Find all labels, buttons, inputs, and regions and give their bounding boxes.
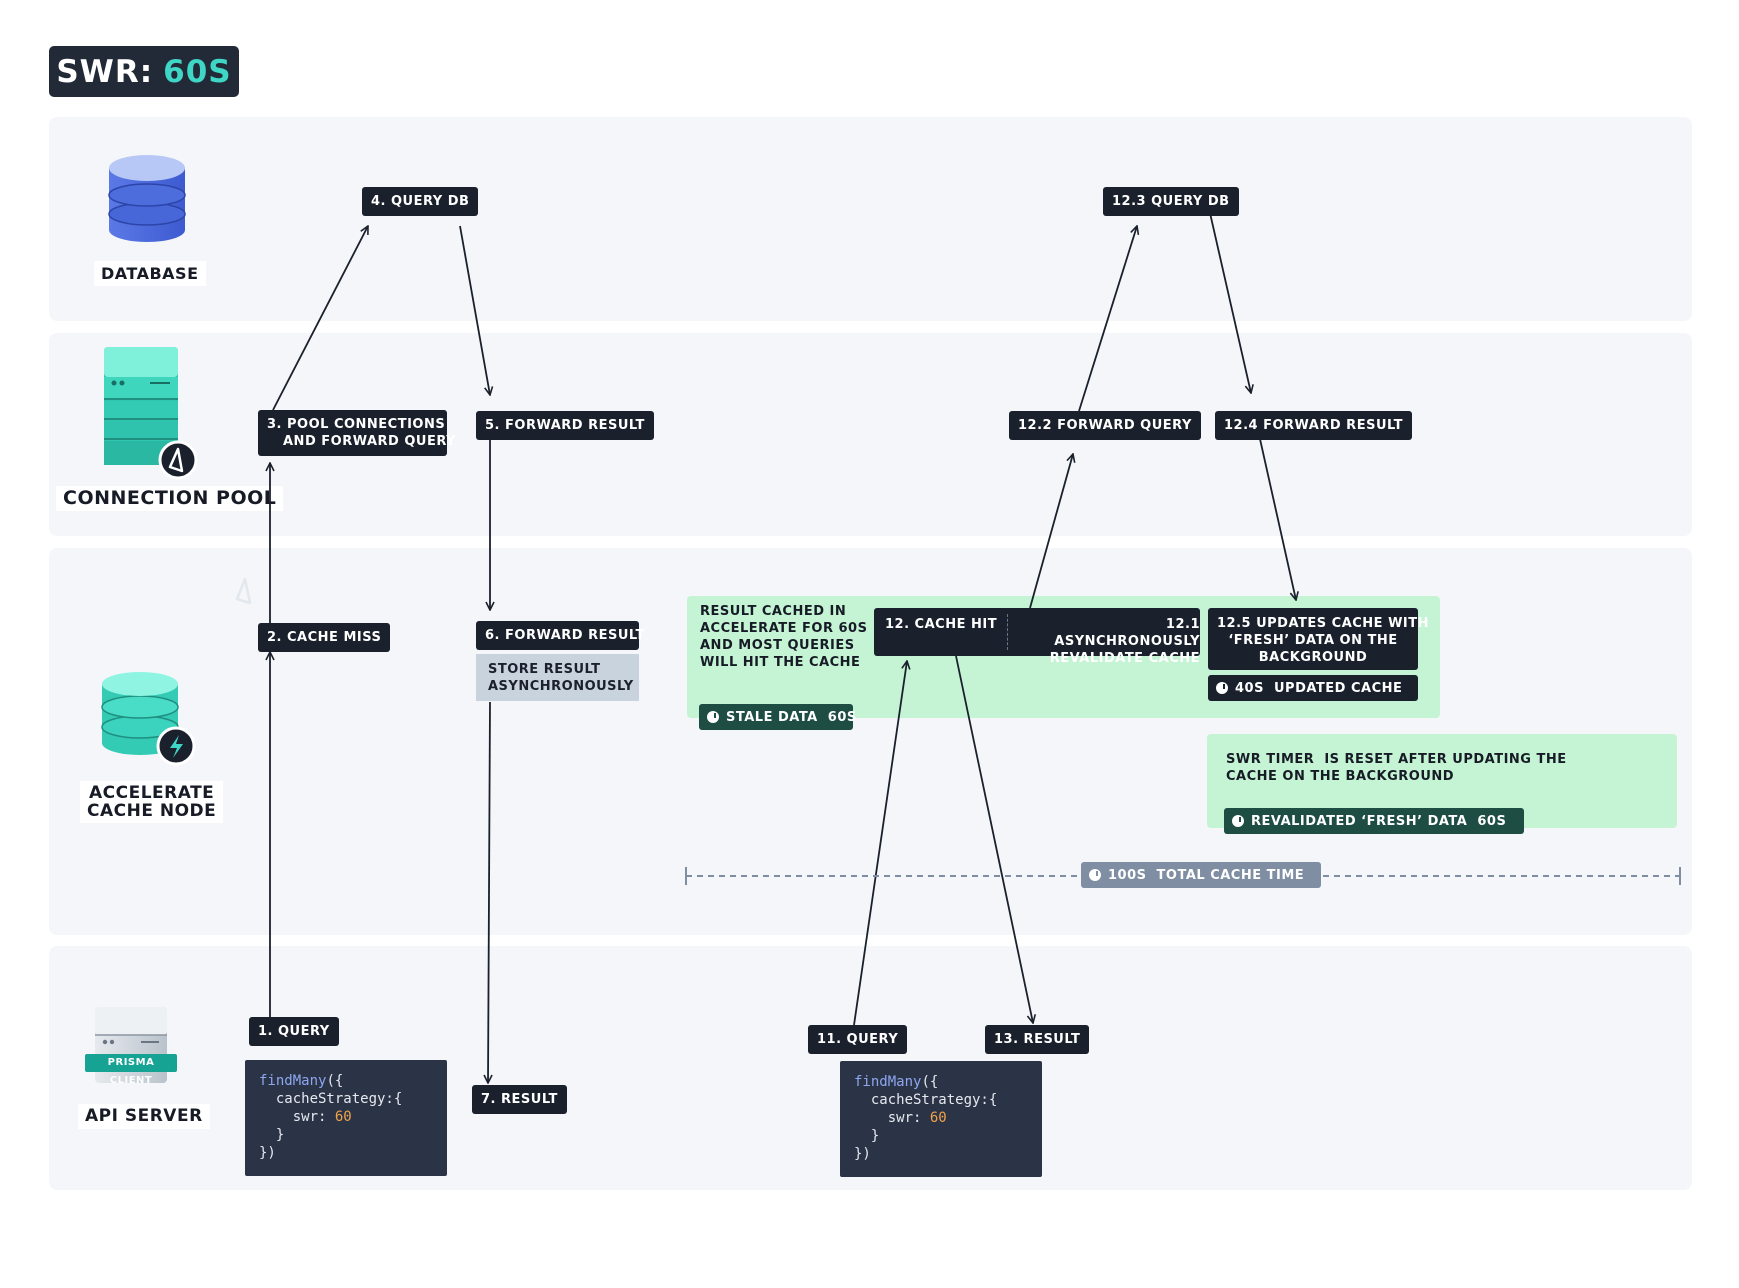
connection-pool-label: CONNECTION POOL — [56, 486, 284, 511]
stale-data-timer: STALE DATA 60S — [699, 704, 856, 730]
code-swr-key: swr: — [259, 1109, 335, 1125]
store-result-line2: ASYNCHRONOUSLY — [488, 679, 634, 694]
step-forward-result-12-4: 12.4 FORWARD RESULT — [1215, 411, 1412, 440]
clock-icon — [1232, 815, 1244, 827]
step-forward-result-6: 6. FORWARD RESULT — [476, 621, 644, 650]
accelerate-label: ACCELERATE CACHE NODE — [80, 781, 224, 823]
cached-note-line2: ACCELERATE FOR 60S — [700, 621, 868, 636]
database-label: DATABASE — [94, 261, 206, 286]
step-result-7: 7. RESULT — [472, 1085, 567, 1114]
revalidated-text: REVALIDATED ‘FRESH’ DATA 60S — [1251, 813, 1507, 829]
step-forward-query-12-2: 12.2 FORWARD QUERY — [1009, 411, 1201, 440]
code-open: ({ — [921, 1074, 939, 1090]
cached-note-line3: AND MOST QUERIES — [700, 638, 855, 653]
step-updates-line2: ‘FRESH’ DATA ON THE — [1228, 633, 1398, 648]
stale-data-text: STALE DATA 60S — [726, 709, 857, 725]
step-async-line2: REVALIDATE CACHE — [1049, 651, 1200, 666]
cache-hit-divider — [1007, 614, 1008, 650]
database-icon — [108, 155, 186, 242]
cached-note-line4: WILL HIT THE CACHE — [700, 655, 861, 670]
code-open: ({ — [326, 1073, 344, 1089]
connection-pool-icon — [104, 347, 198, 480]
code-line-close-inner: } — [854, 1128, 880, 1144]
database-lane — [49, 117, 1692, 321]
code-swr-key: swr: — [854, 1110, 930, 1126]
code-line-strategy: cacheStrategy:{ — [854, 1092, 998, 1108]
step-pool-line2: AND FORWARD QUERY — [283, 434, 457, 449]
cached-note-text: RESULT CACHED IN ACCELERATE FOR 60S AND … — [700, 603, 867, 671]
step-pool-line1: 3. POOL CONNECTIONS — [267, 417, 446, 432]
prisma-client-badge: PRISMA CLIENT — [85, 1054, 177, 1086]
accelerate-label-line2: CACHE NODE — [87, 801, 217, 821]
accelerate-cache-icon — [101, 672, 196, 766]
code-line-close-inner: } — [259, 1127, 285, 1143]
step-result-13: 13. RESULT — [985, 1025, 1090, 1054]
step-async-revalidate: 12.1 ASYNCHRONOUSLY REVALIDATE CACHE — [1020, 616, 1200, 667]
step-query-1: 1. QUERY — [249, 1017, 339, 1046]
page-title: SWR: 60S — [49, 46, 239, 97]
step-query-db-12-3: 12.3 QUERY DB — [1103, 187, 1239, 216]
step-updates-line1: 12.5 UPDATES CACHE WITH — [1217, 616, 1430, 631]
code-line-open: findMany({ — [854, 1073, 1028, 1091]
step-query-db: 4. QUERY DB — [362, 187, 479, 216]
clock-icon — [1216, 682, 1228, 694]
step-query-11: 11. QUERY — [808, 1025, 908, 1054]
code-swr-value: 60 — [334, 1109, 352, 1125]
cached-note-line1: RESULT CACHED IN — [700, 604, 847, 619]
code-block-1: findMany({ cacheStrategy:{ swr: 60 } }) — [245, 1060, 447, 1176]
step-pool-connections: 3. POOL CONNECTIONS AND FORWARD QUERY — [258, 410, 457, 456]
cache-hit-box: 12. CACHE HIT 12.1 ASYNCHRONOUSLY REVALI… — [874, 608, 1200, 666]
swr-reset-line1: SWR TIMER IS RESET AFTER UPDATING THE — [1226, 752, 1567, 767]
store-result-box: STORE RESULT ASYNCHRONOUSLY — [476, 654, 639, 701]
step-async-line1: 12.1 ASYNCHRONOUSLY — [1054, 617, 1200, 649]
code-fn: findMany — [259, 1073, 327, 1089]
revalidated-timer: REVALIDATED ‘FRESH’ DATA 60S — [1224, 808, 1524, 834]
total-cache-timer: 100S TOTAL CACHE TIME — [1081, 862, 1321, 888]
swr-reset-line2: CACHE ON THE BACKGROUND — [1226, 769, 1455, 784]
accelerate-label-line1: ACCELERATE — [88, 783, 215, 803]
code-line-swr: swr: 60 — [854, 1109, 1028, 1127]
updated-cache-text: 40S UPDATED CACHE — [1235, 680, 1403, 696]
code-line-close-outer: }) — [259, 1145, 276, 1161]
code-line-close-outer: }) — [854, 1146, 871, 1162]
updated-cache-timer: 40S UPDATED CACHE — [1208, 675, 1418, 701]
step-forward-result-5: 5. FORWARD RESULT — [476, 411, 654, 440]
step-updates-line3: BACKGROUND — [1258, 650, 1368, 665]
step-cache-miss: 2. CACHE MISS — [258, 623, 391, 652]
code-line-swr: swr: 60 — [259, 1108, 433, 1126]
api-server-label: API SERVER — [78, 1104, 210, 1129]
code-block-2: findMany({ cacheStrategy:{ swr: 60 } }) — [840, 1061, 1042, 1177]
prisma-watermark-icon — [235, 577, 252, 605]
title-value: 60S — [163, 53, 232, 90]
clock-icon — [1089, 869, 1101, 881]
clock-icon — [707, 711, 719, 723]
title-prefix: SWR: — [56, 53, 154, 90]
step-cache-hit: 12. CACHE HIT — [885, 617, 998, 632]
store-result-line1: STORE RESULT — [488, 662, 601, 677]
step-updates-cache: 12.5 UPDATES CACHE WITH ‘FRESH’ DATA ON … — [1208, 608, 1430, 670]
code-line-open: findMany({ — [259, 1072, 433, 1090]
code-fn: findMany — [854, 1074, 922, 1090]
code-line-strategy: cacheStrategy:{ — [259, 1091, 403, 1107]
code-swr-value: 60 — [929, 1110, 947, 1126]
swr-reset-note-text: SWR TIMER IS RESET AFTER UPDATING THE CA… — [1226, 751, 1567, 785]
total-cache-text: 100S TOTAL CACHE TIME — [1108, 867, 1305, 883]
